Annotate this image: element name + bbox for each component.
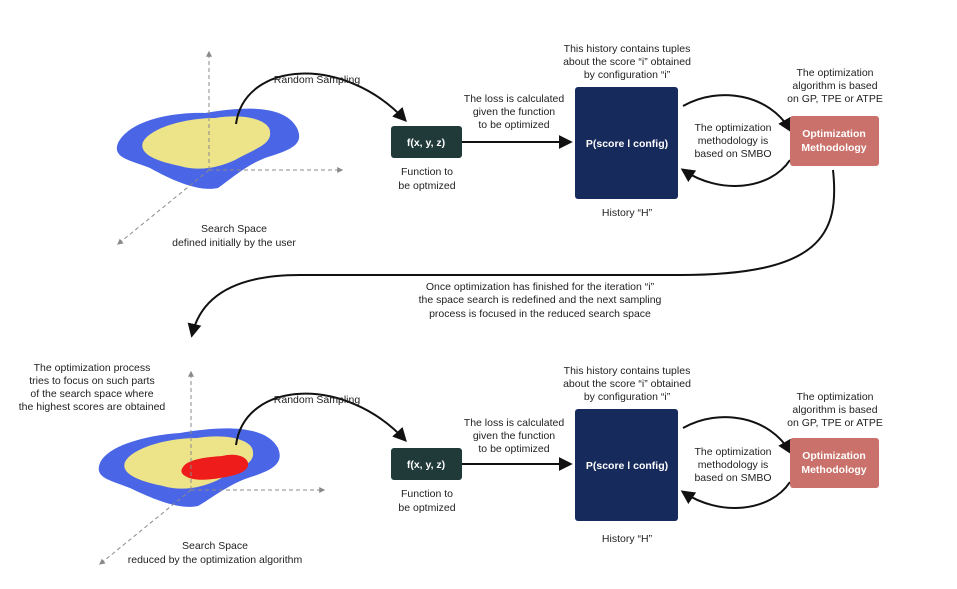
- history-to-method-arrow: [682, 416, 792, 455]
- top-function-box: [391, 126, 462, 158]
- bottom-search-space-1: Search Space: [182, 540, 248, 552]
- transition-text-1: Once optimization has finished for the i…: [426, 281, 655, 293]
- bottom-search-space-2: reduced by the optimization algorithm: [128, 554, 303, 566]
- bottom-history-tuples-3: by configuration “i”: [584, 391, 671, 403]
- bottom-history-tuples-1: This history contains tuples: [564, 365, 691, 377]
- bottom-algorithm-text-3: on GP, TPE or ATPE: [787, 417, 883, 429]
- bottom-function-box: [391, 448, 462, 480]
- bottom-function-label: f(x, y, z): [407, 459, 445, 471]
- bottom-loss-text-3: to be optimized: [478, 443, 549, 455]
- top-method-label-1: Optimization: [802, 128, 866, 140]
- bottom-history-caption: History “H”: [602, 533, 653, 545]
- bottom-history-label: P(score l config): [586, 460, 668, 472]
- top-history-label: P(score l config): [586, 138, 668, 150]
- bottom-history-box: [575, 409, 678, 521]
- top-algorithm-text-2: algorithm is based: [792, 80, 877, 92]
- top-row: f(x, y, z) P(score l config) Optimizatio…: [116, 43, 883, 249]
- top-algorithm-text-1: The optimization: [796, 67, 873, 79]
- top-smbo-text-2: methodology is: [698, 135, 769, 147]
- top-method-box: [790, 116, 879, 166]
- bottom-smbo-text-1: The optimization: [694, 446, 771, 458]
- bottom-smbo-text-2: methodology is: [698, 459, 769, 471]
- bottom-loss-text-1: The loss is calculated: [464, 417, 565, 429]
- z-axis: [117, 169, 210, 245]
- top-search-space-2: defined initially by the user: [172, 237, 296, 249]
- bottom-row: f(x, y, z) P(score l config) Optimizatio…: [19, 362, 883, 566]
- focus-region: [181, 454, 249, 480]
- top-history-tuples-1: This history contains tuples: [564, 43, 691, 55]
- bottom-focus-text-1: The optimization process: [34, 362, 151, 374]
- top-search-space: [116, 50, 344, 245]
- top-loss-text-3: to be optimized: [478, 119, 549, 131]
- random-sampling-arrow: [235, 72, 407, 125]
- z-axis: [99, 489, 192, 565]
- top-smbo-text-3: based on SMBO: [694, 148, 771, 160]
- transition-text-2: the space search is redefined and the ne…: [419, 294, 662, 306]
- bottom-function-caption-1: Function to: [401, 488, 453, 500]
- top-loss-text-2: given the function: [473, 106, 555, 118]
- bottom-smbo-text-3: based on SMBO: [694, 472, 771, 484]
- bottom-loss-text-2: given the function: [473, 430, 555, 442]
- history-to-method-arrow: [682, 94, 792, 133]
- bottom-method-label-1: Optimization: [802, 450, 866, 462]
- top-loss-text-1: The loss is calculated: [464, 93, 565, 105]
- inner-region: [142, 116, 271, 169]
- top-search-space-1: Search Space: [201, 223, 267, 235]
- bottom-function-caption-2: be optmized: [398, 502, 455, 514]
- top-function-caption-2: be optmized: [398, 180, 455, 192]
- transition: Once optimization has finished for the i…: [187, 169, 836, 338]
- transition-text-3: process is focused in the reduced search…: [429, 308, 651, 320]
- top-history-caption: History “H”: [602, 207, 653, 219]
- bottom-search-space: [98, 370, 326, 565]
- top-history-tuples-2: about the score “i” obtained: [563, 56, 691, 68]
- transition-arrow: [187, 169, 836, 338]
- bottom-method-label-2: Methodology: [801, 464, 866, 476]
- bottom-focus-text-2: tries to focus on such parts: [29, 375, 154, 387]
- top-function-label: f(x, y, z): [407, 137, 445, 149]
- method-to-history-arrow: [680, 159, 791, 187]
- bottom-history-tuples-2: about the score “i” obtained: [563, 378, 691, 390]
- method-to-history-arrow: [680, 481, 791, 509]
- random-sampling-arrow: [235, 392, 407, 446]
- bottom-focus-text-3: of the search space where: [30, 388, 153, 400]
- top-history-tuples-3: by configuration “i”: [584, 69, 671, 81]
- top-function-caption-1: Function to: [401, 166, 453, 178]
- bottom-algorithm-text-1: The optimization: [796, 391, 873, 403]
- top-smbo-text-1: The optimization: [694, 122, 771, 134]
- top-algorithm-text-3: on GP, TPE or ATPE: [787, 93, 883, 105]
- top-random-sampling: Random Sampling: [274, 74, 361, 86]
- bottom-algorithm-text-2: algorithm is based: [792, 404, 877, 416]
- top-method-label-2: Methodology: [801, 142, 866, 154]
- bottom-focus-text-4: the highest scores are obtained: [19, 401, 166, 413]
- bottom-random-sampling: Random Sampling: [274, 394, 361, 406]
- top-history-box: [575, 87, 678, 199]
- bottom-method-box: [790, 438, 879, 488]
